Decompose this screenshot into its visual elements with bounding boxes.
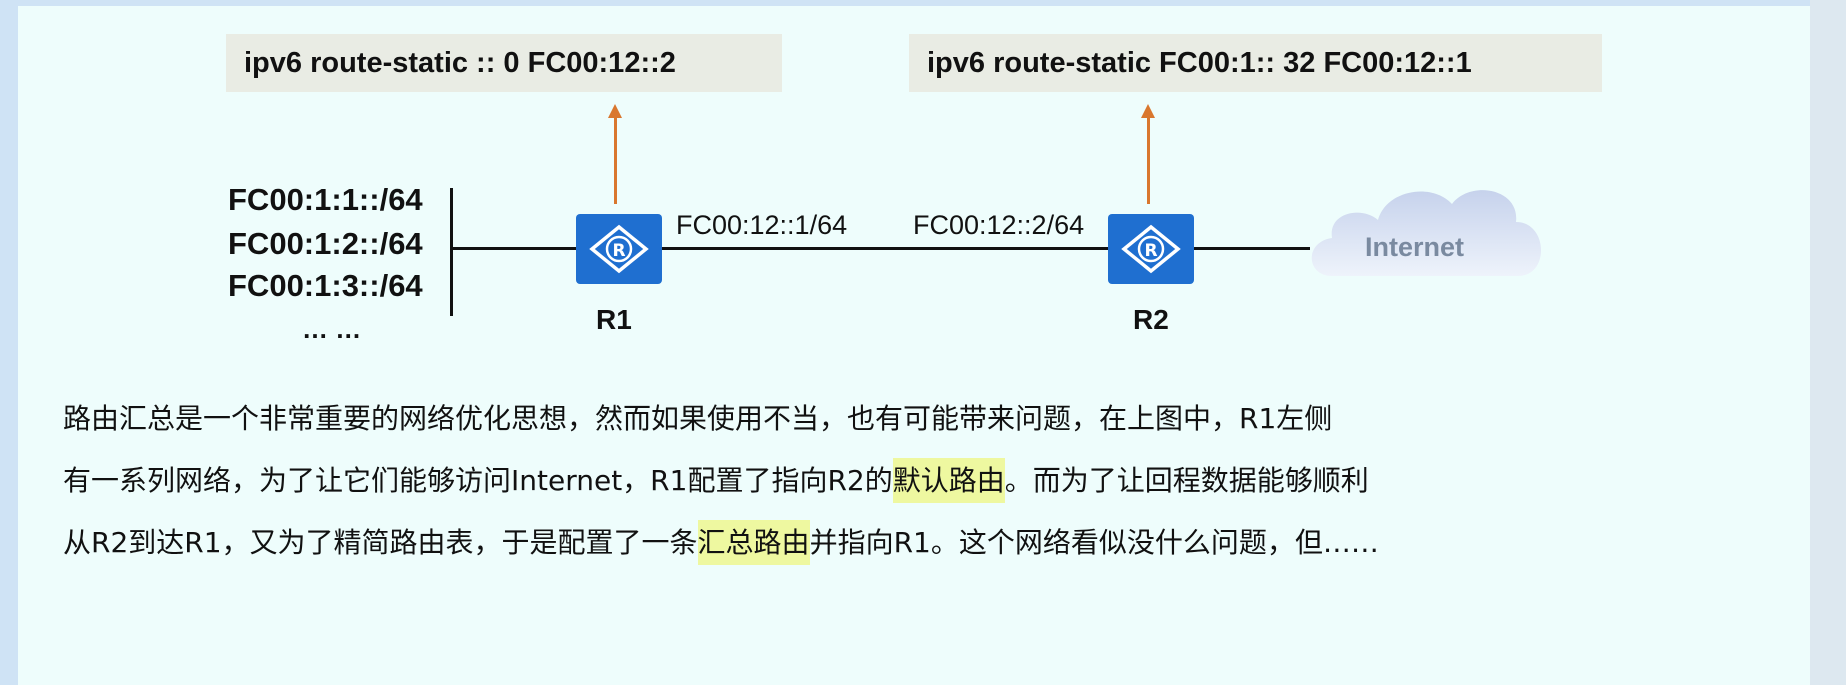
paragraph-line-2: 有一系列网络，为了让它们能够访问Internet，R1配置了指向R2的默认路由。…: [63, 450, 1763, 512]
internet-cloud-icon: [1311, 190, 1542, 276]
network-3: FC00:1:3::/64: [228, 268, 423, 303]
paragraph-text: 路由汇总是一个非常重要的网络优化思想，然而如果使用不当，也有可能带来问题，在上图…: [63, 402, 1333, 435]
paragraph-line-3: 从R2到达R1，又为了精简路由表，于是配置了一条汇总路由并指向R1。这个网络看似…: [63, 512, 1763, 574]
highlight-default-route: 默认路由: [892, 458, 1005, 503]
svg-text:R: R: [1144, 241, 1157, 261]
r1-arrow-head: [608, 104, 622, 118]
network-more: … …: [302, 314, 362, 344]
internet-label: Internet: [1365, 232, 1465, 262]
router-r1[interactable]: R: [576, 214, 662, 284]
lan-link: [452, 247, 576, 250]
r2-arrow-head: [1141, 104, 1155, 118]
r2-interface-label: FC00:12::2/64: [913, 210, 1085, 240]
svg-text:R: R: [612, 241, 625, 261]
router-icon: R: [1121, 224, 1181, 274]
r1-command-text: ipv6 route-static :: 0 FC00:12::2: [244, 46, 676, 79]
paragraph-line-1: 路由汇总是一个非常重要的网络优化思想，然而如果使用不当，也有可能带来问题，在上图…: [63, 388, 1763, 450]
highlight-summary-route: 汇总路由: [697, 520, 810, 565]
lan-bus: [450, 188, 453, 316]
paragraph-text: 并指向R1。这个网络看似没什么问题，但……: [809, 526, 1379, 559]
paragraph-text: 。而为了让回程数据能够顺利: [1004, 464, 1369, 497]
r2-label: R2: [1133, 304, 1169, 335]
r1-r2-link: [662, 247, 1108, 250]
network-1: FC00:1:1::/64: [228, 182, 423, 217]
slide: [18, 6, 1810, 685]
r1-interface-label: FC00:12::1/64: [676, 210, 848, 240]
scrollbar-area: [1810, 0, 1846, 685]
router-icon: R: [589, 224, 649, 274]
r2-command-box: ipv6 route-static FC00:1:: 32 FC00:12::1: [909, 34, 1602, 92]
r2-arrow-line: [1147, 112, 1150, 204]
network-2: FC00:1:2::/64: [228, 226, 423, 261]
r2-command-text: ipv6 route-static FC00:1:: 32 FC00:12::1: [927, 46, 1472, 79]
r2-internet-link: [1194, 247, 1310, 250]
paragraph-text: 从R2到达R1，又为了精简路由表，于是配置了一条: [63, 526, 698, 559]
router-r2[interactable]: R: [1108, 214, 1194, 284]
description-paragraph: 路由汇总是一个非常重要的网络优化思想，然而如果使用不当，也有可能带来问题，在上图…: [63, 388, 1763, 574]
paragraph-text: 有一系列网络，为了让它们能够访问Internet，R1配置了指向R2的: [63, 464, 893, 497]
r1-command-box: ipv6 route-static :: 0 FC00:12::2: [226, 34, 782, 92]
r1-label: R1: [596, 304, 632, 335]
r1-arrow-line: [614, 112, 617, 204]
